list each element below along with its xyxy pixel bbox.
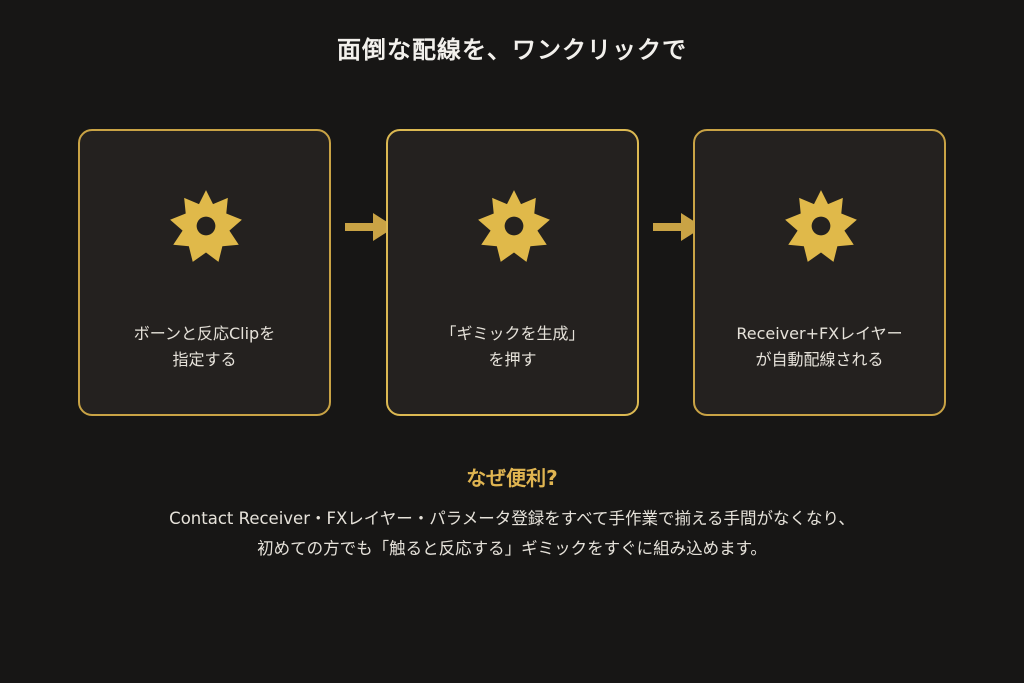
arrow-right-icon (345, 213, 395, 241)
gear-icon (782, 187, 860, 265)
why-body: Contact Receiver・FXレイヤー・パラメータ登録をすべて手作業で揃… (0, 504, 1024, 564)
gear-icon (167, 187, 245, 265)
gear-icon (475, 187, 553, 265)
why-line1: Contact Receiver・FXレイヤー・パラメータ登録をすべて手作業で揃… (169, 509, 855, 528)
step-1-text: ボーンと反応Clipを 指定する (80, 321, 329, 373)
page-title: 面倒な配線を、ワンクリックで (337, 36, 687, 64)
arrow-right-icon (653, 213, 703, 241)
step-1-line1: ボーンと反応Clipを (133, 324, 276, 343)
step-2-line1: 「ギミックを生成」 (440, 324, 585, 343)
why-title: なぜ便利? (466, 466, 558, 490)
step-3-text: Receiver+FXレイヤー が自動配線される (695, 321, 944, 373)
step-3-line2: が自動配線される (755, 350, 884, 369)
step-1-line2: 指定する (172, 350, 237, 369)
step-2-text: 「ギミックを生成」 を押す (388, 321, 637, 373)
step-card-1: ボーンと反応Clipを 指定する (78, 129, 331, 416)
step-card-2: 「ギミックを生成」 を押す (386, 129, 639, 416)
step-2-line2: を押す (488, 350, 537, 369)
step-3-line1: Receiver+FXレイヤー (736, 324, 903, 343)
step-card-3: Receiver+FXレイヤー が自動配線される (693, 129, 946, 416)
why-line2: 初めての方でも「触ると反応する」ギミックをすぐに組み込めます。 (257, 539, 767, 558)
